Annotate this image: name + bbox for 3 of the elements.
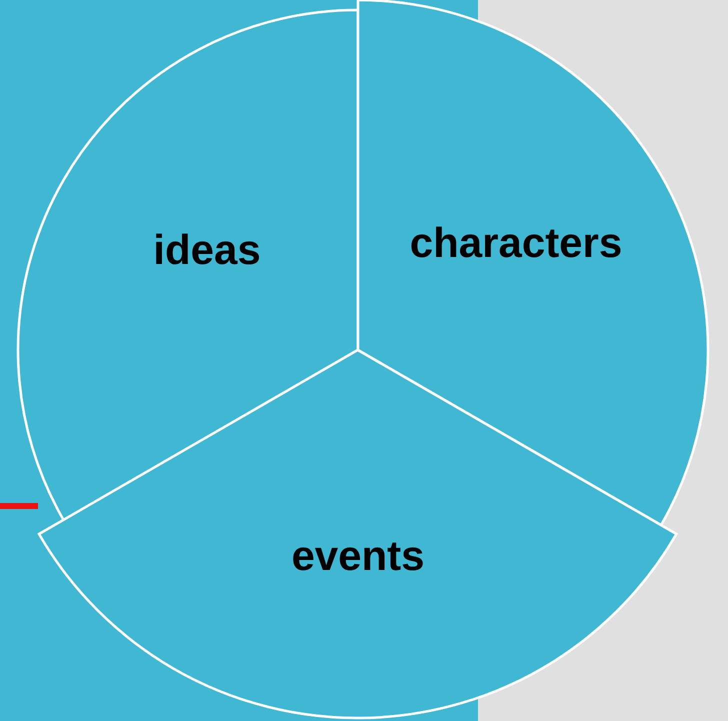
segment-label: events: [291, 532, 425, 580]
segment-label: ideas: [153, 226, 261, 274]
segment-label: characters: [410, 219, 622, 267]
